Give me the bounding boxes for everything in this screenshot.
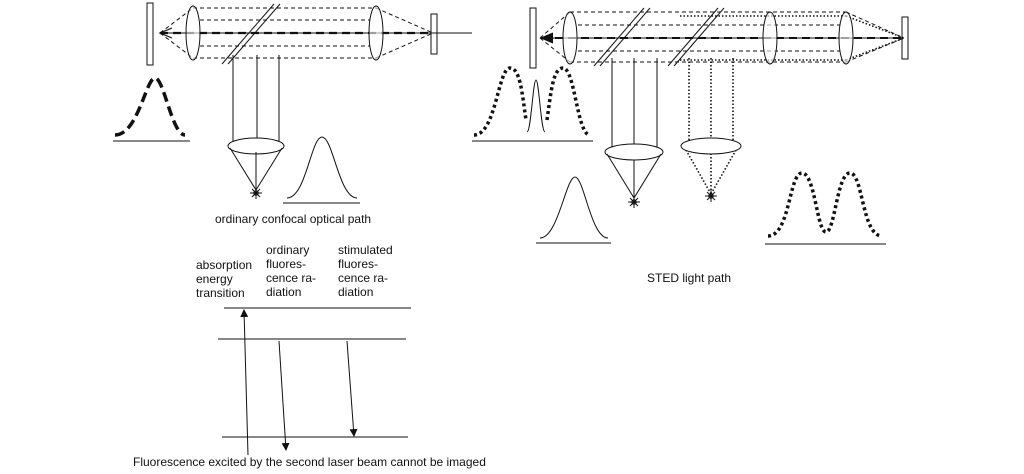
sted-beam-splitter-1 [593, 7, 645, 67]
confocal-lens-right [368, 5, 384, 61]
confocal-focal-spot-icon [250, 187, 262, 199]
sted-beam-splitter-2 [667, 7, 719, 67]
confocal-excitation-psf [283, 136, 360, 204]
sted-path-caption: STED light path [647, 271, 732, 285]
sted-focal-spot-icon-1 [628, 196, 640, 208]
absorption-label: absorption energy transition [196, 258, 253, 300]
confocal-right-mirror [430, 13, 438, 55]
sted-effective-psf [472, 66, 593, 142]
sted-lens-mid [762, 11, 778, 65]
sted-objective-lens-1 [604, 143, 664, 161]
bottom-caption: Fluorescence excited by the second laser… [133, 455, 486, 469]
stimulated-fluorescence-arrow [346, 340, 358, 437]
ordinary-fluorescence-arrow [278, 340, 290, 451]
stimulated-fluorescence-label: stimulated fluores- cence ra- diation [338, 243, 393, 299]
confocal-dashed-beam [159, 7, 434, 59]
absorption-arrow [240, 309, 249, 456]
energy-level-diagram [218, 307, 411, 456]
confocal-detected-psf [113, 76, 190, 142]
sted-left-mirror [529, 7, 537, 69]
sted-focal-spot-icon-2 [705, 190, 717, 202]
sted-objective-lens-2 [680, 137, 742, 155]
confocal-optical-path [146, 2, 472, 199]
sted-optical-path [529, 7, 909, 208]
confocal-lens-left [185, 5, 201, 61]
sted-depletion-doughnut [765, 171, 886, 245]
confocal-path-caption: ordinary confocal optical path [215, 212, 372, 226]
sted-lens-left [562, 11, 578, 65]
confocal-left-mirror [146, 2, 154, 66]
confocal-beam-splitter [221, 3, 275, 65]
sted-excitation-psf [536, 176, 611, 244]
confocal-objective-lens [227, 137, 285, 155]
sted-lens-right [838, 11, 854, 65]
ordinary-fluorescence-label: ordinary fluores- cence ra- diation [266, 243, 317, 299]
